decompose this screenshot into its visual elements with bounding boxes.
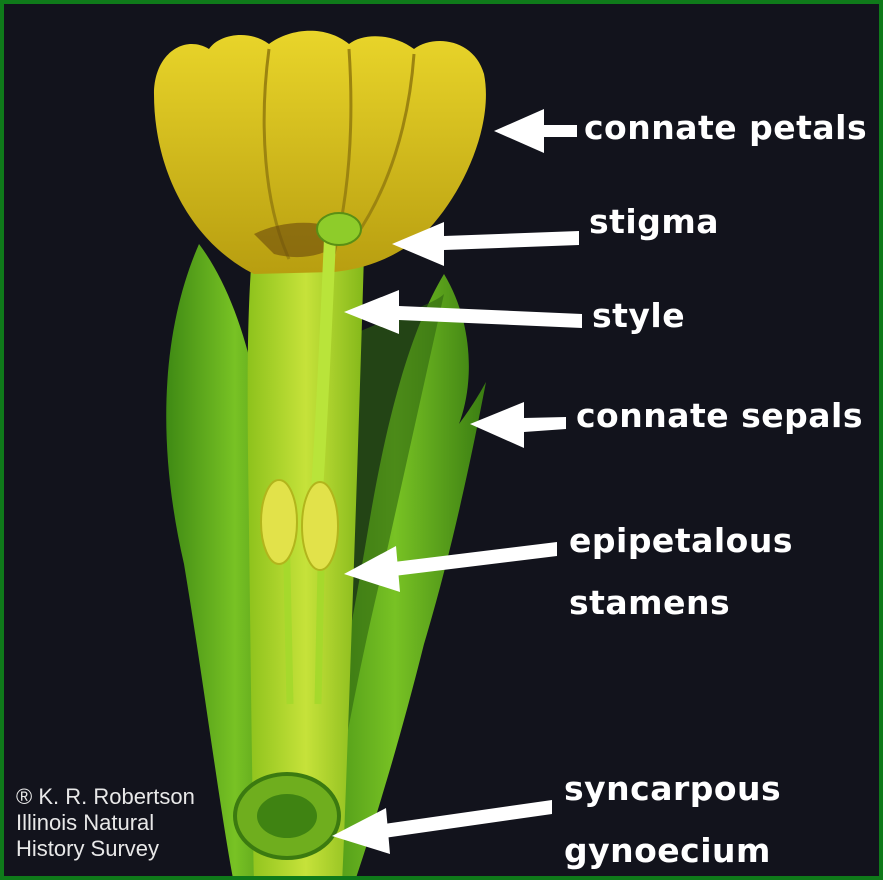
label-syncarpous-gynoecium: syncarpous gynoecium (564, 758, 781, 880)
stigma (317, 213, 361, 245)
label-stigma: stigma (589, 202, 719, 242)
arrow-connate-sepals (470, 402, 566, 448)
label-connate-sepals: connate sepals (576, 396, 863, 436)
photo-credit: ® K. R. Robertson Illinois Natural Histo… (16, 784, 195, 862)
label-connate-petals: connate petals (584, 108, 867, 148)
label-style: style (592, 296, 685, 336)
arrow-connate-petals (494, 109, 577, 153)
label-epipetalous-stamens: epipetalous stamens (569, 510, 793, 634)
